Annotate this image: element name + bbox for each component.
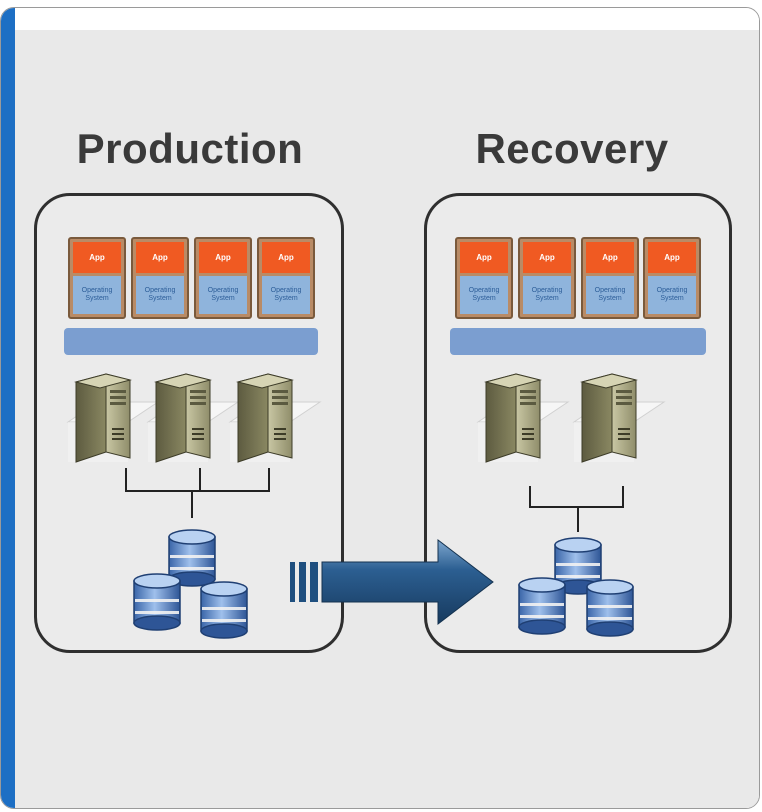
virtual-machine-icon: App Operating System bbox=[257, 237, 315, 319]
app-block: App bbox=[262, 242, 310, 273]
replication-arrow-icon bbox=[290, 538, 494, 626]
database-icon bbox=[133, 573, 181, 631]
app-block: App bbox=[73, 242, 121, 273]
os-block: Operating System bbox=[136, 276, 184, 314]
virtual-machine-icon: App Operating System bbox=[131, 237, 189, 319]
app-block: App bbox=[460, 242, 508, 273]
connector-line bbox=[199, 468, 201, 492]
connector-line bbox=[529, 506, 624, 508]
top-strip bbox=[15, 8, 759, 30]
server-tower-icon bbox=[477, 373, 569, 463]
virtual-machine-icon: App Operating System bbox=[581, 237, 639, 319]
connector-line bbox=[191, 490, 193, 518]
server-tower-icon bbox=[229, 373, 321, 463]
os-block: Operating System bbox=[460, 276, 508, 314]
connector-line bbox=[577, 506, 579, 532]
virtual-machine-icon: App Operating System bbox=[194, 237, 252, 319]
server-tower-icon bbox=[573, 373, 665, 463]
os-block: Operating System bbox=[73, 276, 121, 314]
os-block: Operating System bbox=[586, 276, 634, 314]
connector-line bbox=[529, 486, 531, 508]
app-block: App bbox=[648, 242, 696, 273]
virtual-machine-icon: App Operating System bbox=[643, 237, 701, 319]
os-block: Operating System bbox=[199, 276, 247, 314]
production-title: Production bbox=[76, 125, 304, 172]
virtual-machine-icon: App Operating System bbox=[518, 237, 576, 319]
database-icon bbox=[518, 577, 566, 635]
os-block: Operating System bbox=[523, 276, 571, 314]
connector-line bbox=[125, 490, 270, 492]
app-block: App bbox=[199, 242, 247, 273]
connector-line bbox=[268, 468, 270, 492]
app-block: App bbox=[586, 242, 634, 273]
server-tower-icon bbox=[147, 373, 239, 463]
connector-line bbox=[125, 468, 127, 492]
database-icon bbox=[586, 579, 634, 637]
virtual-machine-icon: App Operating System bbox=[68, 237, 126, 319]
virtualization-layer bbox=[450, 328, 706, 355]
app-block: App bbox=[523, 242, 571, 273]
accent-bar bbox=[1, 8, 15, 808]
recovery-title: Recovery bbox=[475, 125, 669, 172]
virtual-machine-icon: App Operating System bbox=[455, 237, 513, 319]
virtualization-layer bbox=[64, 328, 318, 355]
os-block: Operating System bbox=[262, 276, 310, 314]
app-block: App bbox=[136, 242, 184, 273]
connector-line bbox=[622, 486, 624, 508]
database-icon bbox=[200, 581, 248, 639]
os-block: Operating System bbox=[648, 276, 696, 314]
